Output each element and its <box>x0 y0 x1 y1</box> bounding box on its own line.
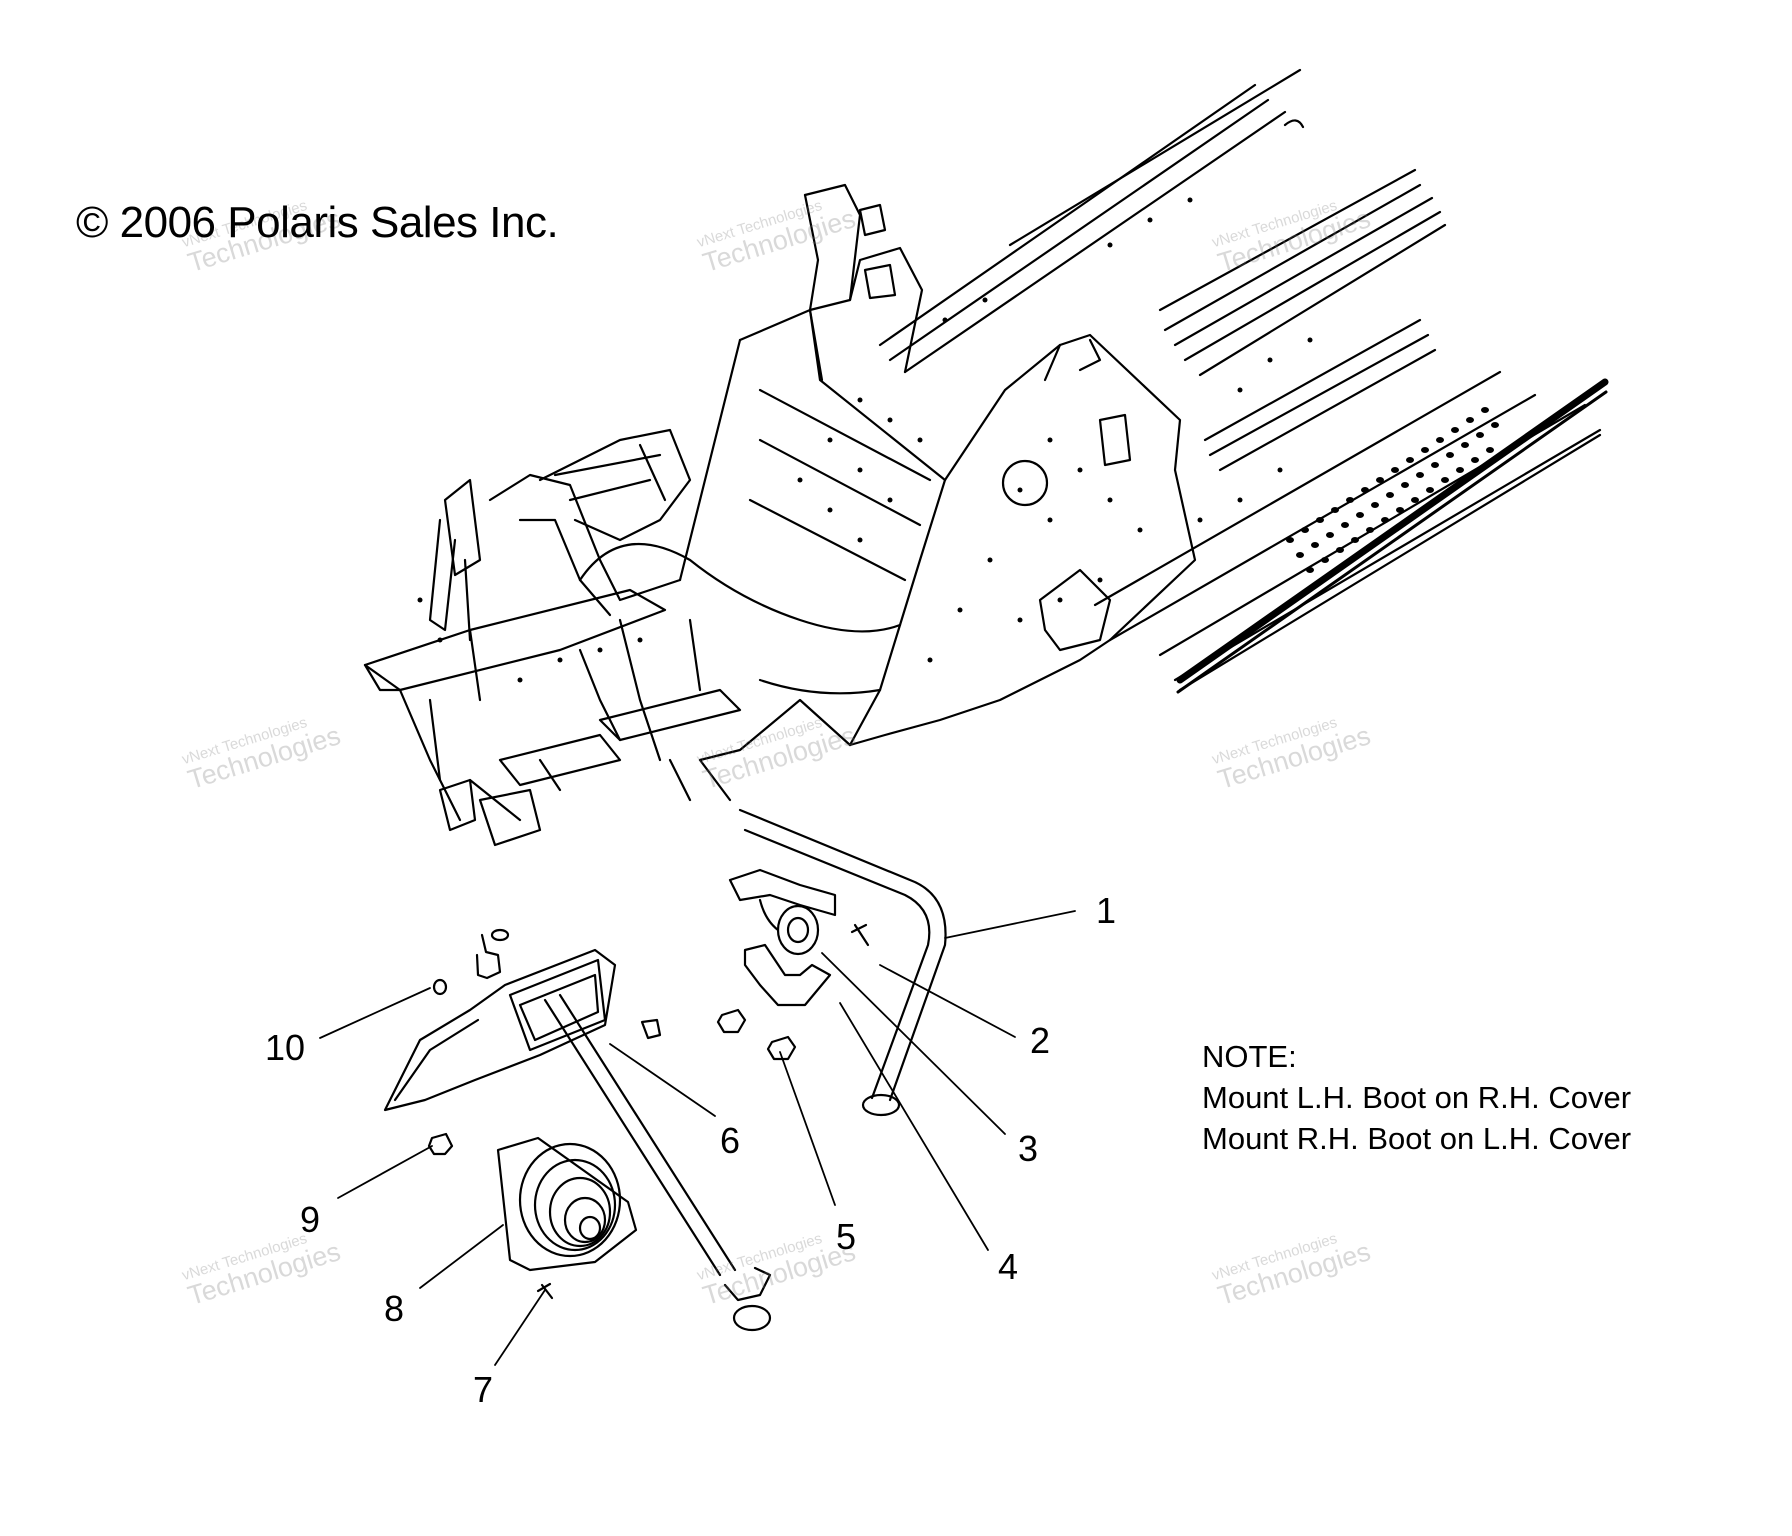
part-10-washer <box>432 978 448 996</box>
part-6-cover <box>383 928 772 1332</box>
part-5-nuts <box>716 1008 797 1061</box>
callout-3: 3 <box>1018 1128 1039 1169</box>
callout-6: 6 <box>720 1120 741 1161</box>
callout-1: 1 <box>1096 890 1117 931</box>
note-line: Mount R.H. Boot on L.H. Cover <box>1202 1121 1632 1156</box>
part-7-pin <box>536 1282 554 1300</box>
callout-2: 2 <box>1030 1020 1051 1061</box>
callout-9: 9 <box>300 1199 321 1240</box>
part-4-bracket <box>743 943 832 1007</box>
part-3-clamp <box>728 868 837 956</box>
part-9-nut <box>427 1132 454 1156</box>
note-line: Mount L.H. Boot on R.H. Cover <box>1202 1080 1632 1115</box>
note-heading: NOTE: <box>1202 1039 1297 1074</box>
copyright-text: © 2006 Polaris Sales Inc. <box>76 198 559 247</box>
part-1-bar <box>738 808 947 1117</box>
chassis-tunnel <box>363 68 1609 847</box>
callout-5: 5 <box>836 1216 857 1257</box>
part-8-boot <box>496 1136 638 1272</box>
callout-8: 8 <box>384 1288 405 1329</box>
callout-4: 4 <box>998 1246 1019 1287</box>
callout-10: 10 <box>265 1027 306 1068</box>
note-block: NOTE: Mount L.H. Boot on R.H. Cover Moun… <box>1202 1036 1631 1159</box>
part-2-pin <box>850 923 870 947</box>
callout-7: 7 <box>473 1369 494 1410</box>
leader-lines <box>319 910 1076 1366</box>
